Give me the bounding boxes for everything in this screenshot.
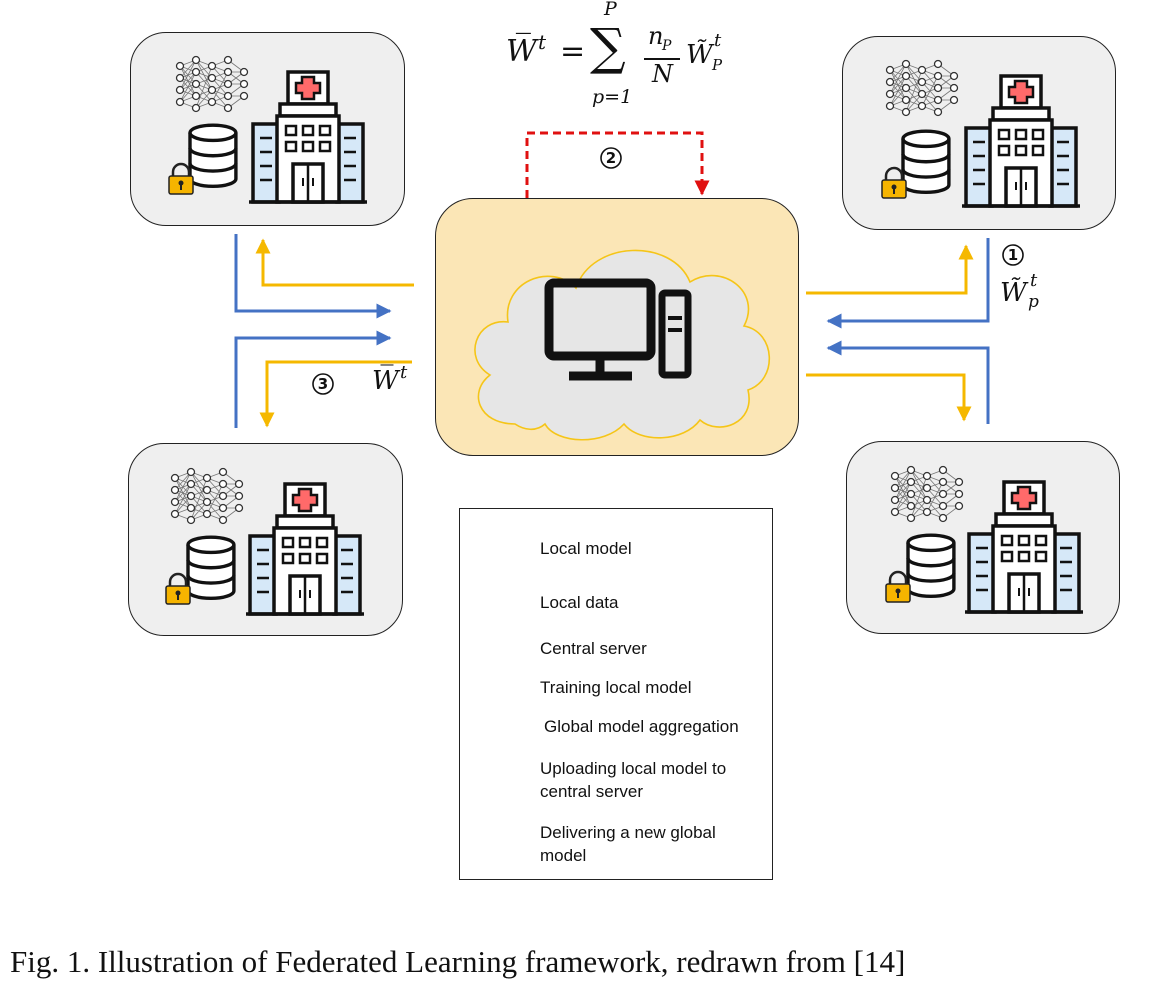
- lock-icon: [880, 166, 908, 200]
- upload-arrow-bottom-right: [826, 340, 990, 424]
- deliver-label-sup: t: [400, 362, 408, 383]
- site-bottom-right-contents: [884, 465, 1085, 614]
- legend-aggregation: Global model aggregation: [544, 717, 739, 736]
- site-top-left-contents: [167, 55, 369, 204]
- legend-box: [459, 508, 773, 880]
- deliver-weight-label: W̅ t: [372, 362, 422, 404]
- deliver-label-base: W̅: [372, 366, 399, 396]
- upload-weight-label: W̃ t p: [1000, 270, 1060, 322]
- site-top-right-contents: [880, 59, 1082, 208]
- site-bottom-left-contents: [164, 467, 366, 616]
- deliver-arrow-top-right: [806, 244, 974, 295]
- formula-lhs: W̅: [506, 34, 537, 69]
- legend-local-model: Local model: [540, 539, 632, 558]
- upload-label-sup: t: [1030, 270, 1038, 291]
- deliver-arrow-top-left: [255, 238, 414, 287]
- aggregation-arrow: [525, 131, 710, 198]
- upload-label-sub: p: [1028, 292, 1039, 312]
- hospital-icon: [960, 74, 1082, 208]
- neural-network-icon: [885, 59, 959, 117]
- svg-text:2: 2: [606, 149, 616, 167]
- formula-sum-lower: p=1: [592, 86, 633, 108]
- formula-term-sub: P: [712, 56, 723, 74]
- formula-frac-bar: [644, 58, 680, 60]
- hospital-icon: [247, 70, 369, 204]
- lock-icon: [884, 570, 912, 604]
- legend-delivering-line2: model: [540, 846, 587, 865]
- formula-term: W̃: [686, 40, 713, 70]
- hospital-icon: [963, 480, 1085, 614]
- legend-central-server: Central server: [540, 639, 647, 658]
- legend-training: Training local model: [540, 678, 692, 697]
- lock-icon: [167, 162, 195, 196]
- database-icon: [188, 123, 238, 189]
- legend-uploading-line1: Uploading local model to: [540, 759, 727, 778]
- formula-equals: =: [560, 34, 586, 69]
- upload-arrow-top-right: [826, 238, 990, 329]
- formula-lhs-sup: t: [538, 30, 547, 54]
- neural-network-icon: [175, 55, 249, 113]
- formula-frac-num-sub: P: [662, 38, 672, 54]
- lock-icon: [164, 572, 192, 606]
- database-icon: [901, 129, 951, 195]
- deliver-arrow-bottom-left: [259, 360, 412, 428]
- svg-text:1: 1: [1008, 246, 1018, 264]
- upload-label-base: W̃: [1000, 278, 1027, 308]
- formula-frac-den: N: [652, 60, 673, 88]
- legend-local-data: Local data: [540, 593, 619, 612]
- formula-term-sup: t: [714, 30, 722, 51]
- upload-arrow-bottom-left: [234, 330, 392, 428]
- neural-network-icon: [170, 467, 244, 525]
- aggregation-formula: W̅ t = P ∑ p=1 n P N W̃ t P: [506, 0, 746, 118]
- neural-network-icon: [890, 465, 964, 523]
- svg-text:3: 3: [318, 375, 328, 393]
- database-icon: [906, 533, 956, 599]
- figure-caption: Fig. 1. Illustration of Federated Learni…: [10, 944, 906, 979]
- computer-icon: [544, 278, 692, 381]
- step-1-marker: 1: [1002, 244, 1024, 266]
- step-3-marker: 3: [312, 373, 334, 395]
- deliver-arrow-bottom-right: [806, 373, 972, 422]
- hospital-icon: [244, 482, 366, 616]
- step-2-marker: 2: [600, 147, 622, 169]
- formula-frac-num: n: [648, 22, 664, 50]
- database-icon: [186, 535, 236, 601]
- formula-sum-upper: P: [604, 0, 617, 20]
- upload-arrow-top-left: [234, 234, 392, 319]
- legend-uploading-line2: central server: [540, 782, 643, 801]
- formula-sum-sign: ∑: [590, 18, 626, 76]
- legend-delivering-line1: Delivering a new global: [540, 823, 716, 842]
